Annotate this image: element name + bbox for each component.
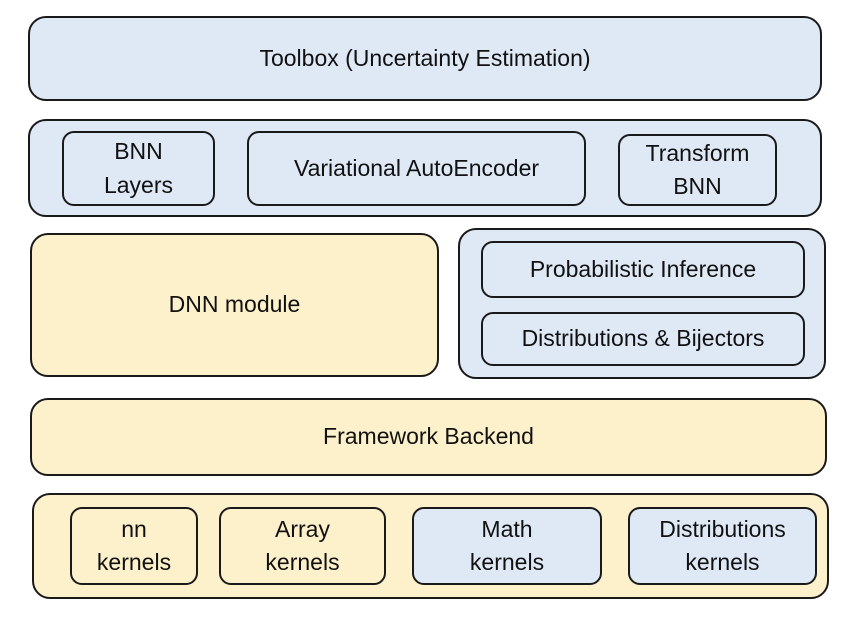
- array-kernels-label: Array kernels: [265, 515, 340, 575]
- distributions-bijectors-block: Distributions & Bijectors: [481, 312, 805, 366]
- framework-backend-block: Framework Backend: [30, 398, 827, 476]
- dnn-module-block: DNN module: [30, 233, 439, 377]
- nn-kernels-block: nn kernels: [70, 507, 198, 585]
- toolbox-label: Toolbox (Uncertainty Estimation): [259, 44, 591, 71]
- vae-block: Variational AutoEncoder: [247, 131, 586, 206]
- distributions-kernels-label: Distributions kernels: [659, 515, 786, 575]
- distributions-kernels-block: Distributions kernels: [628, 507, 817, 585]
- transform-bnn-label: Transform BNN: [645, 139, 750, 199]
- math-kernels-label: Math kernels: [469, 515, 545, 575]
- bnn-layers-block: BNN Layers: [62, 131, 215, 206]
- vae-label: Variational AutoEncoder: [293, 154, 540, 181]
- array-kernels-block: Array kernels: [219, 507, 386, 585]
- nn-kernels-label: nn kernels: [96, 515, 172, 575]
- transform-bnn-block: Transform BNN: [618, 134, 777, 206]
- toolbox-block: Toolbox (Uncertainty Estimation): [28, 16, 822, 101]
- distributions-bijectors-label: Distributions & Bijectors: [521, 325, 765, 352]
- dnn-module-label: DNN module: [168, 291, 301, 318]
- probabilistic-inference-label: Probabilistic Inference: [529, 255, 757, 282]
- math-kernels-block: Math kernels: [412, 507, 602, 585]
- framework-backend-label: Framework Backend: [323, 423, 534, 450]
- probabilistic-inference-block: Probabilistic Inference: [481, 241, 805, 298]
- bnn-layers-label: BNN Layers: [103, 138, 174, 198]
